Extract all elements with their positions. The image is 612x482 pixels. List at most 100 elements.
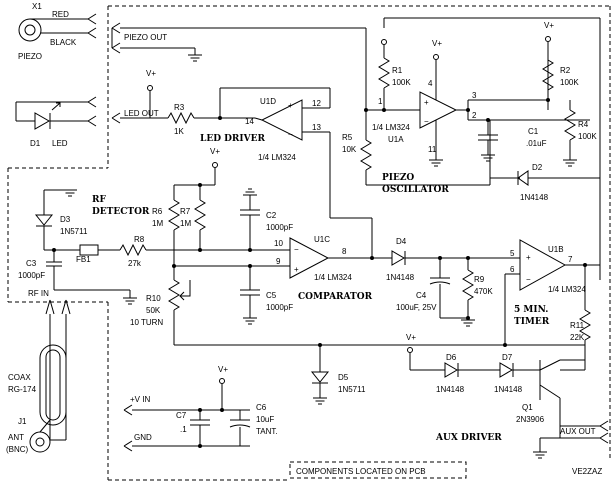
- u1c-plus: +: [294, 265, 299, 274]
- u1d-pin14: 14: [245, 117, 254, 126]
- five-min-title-1: 5 MIN.: [514, 305, 548, 315]
- vplus-u1a: V+: [432, 39, 442, 48]
- u1b-pin7: 7: [568, 255, 573, 264]
- u1b-minus: −: [526, 275, 531, 284]
- d4-value: 1N4148: [386, 273, 415, 282]
- fb1-label: FB1: [76, 255, 91, 264]
- u1b-plus: +: [526, 253, 531, 262]
- c7-label: C7: [176, 411, 187, 420]
- u1c-pin9: 9: [276, 257, 281, 266]
- c1-value: .01uF: [526, 139, 547, 148]
- u1d-label: U1D: [260, 97, 276, 106]
- vplus-r7: V+: [210, 147, 220, 156]
- led-d1: D1 LED: [15, 96, 97, 148]
- coax-input: COAX RG-174 J1 ANT (BNC): [6, 299, 71, 454]
- r10-turn: 10 TURN: [130, 318, 163, 327]
- c6-value: 10uF: [256, 415, 274, 424]
- ant-label: ANT: [8, 433, 24, 442]
- d3-label: D3: [60, 215, 71, 224]
- r5-value: 10K: [342, 145, 357, 154]
- aux-out-label: AUX OUT: [560, 427, 596, 436]
- c2-value: 1000pF: [266, 223, 293, 232]
- d6-value: 1N4148: [436, 385, 465, 394]
- r6-label: R6: [152, 207, 163, 216]
- five-min-title-2: TIMER: [514, 317, 550, 327]
- diode-d2: D2 1N4148: [490, 163, 600, 202]
- bnc-label: (BNC): [6, 445, 29, 454]
- u1a-label: U1A: [388, 135, 404, 144]
- gnd-label: GND: [134, 433, 152, 442]
- piezo-osc-title-2: OSCILLATOR: [382, 185, 449, 195]
- rf-in-label: RF IN: [28, 289, 49, 298]
- c4-value: 100uF, 25V: [396, 303, 437, 312]
- u1d-pin12: 12: [312, 99, 321, 108]
- u1d-plus: +: [288, 101, 293, 110]
- piezo-out-label: PIEZO OUT: [124, 33, 167, 42]
- r3-label: R3: [174, 103, 185, 112]
- d1-label: D1: [30, 139, 41, 148]
- d7-value: 1N4148: [494, 385, 523, 394]
- r10-label: R10: [146, 294, 161, 303]
- x1-label: X1: [32, 2, 42, 11]
- r3-value: 1K: [174, 127, 184, 136]
- r7-label: R7: [180, 207, 191, 216]
- r7-value: 1M: [180, 219, 191, 228]
- r2-value: 100K: [560, 78, 579, 87]
- u1b-part: 1/4 LM324: [548, 285, 586, 294]
- piezo-oscillator-u1a: + − V+ V+ R1 100K R2: [342, 17, 601, 280]
- pcb-boundary: [7, 5, 611, 481]
- c7-value: .1: [180, 425, 187, 434]
- pot-r10: R10 50K 10 TURN: [130, 270, 585, 346]
- r4-label: R4: [578, 120, 589, 129]
- q1-label: Q1: [522, 403, 533, 412]
- u1a-pin1: 1: [378, 97, 383, 106]
- u1a-pin11: 11: [428, 145, 437, 154]
- r1-label: R1: [392, 66, 403, 75]
- c3-label: C3: [26, 259, 37, 268]
- r8-label: R8: [134, 235, 145, 244]
- d2-label: D2: [532, 163, 543, 172]
- r4-value: 100K: [578, 132, 597, 141]
- red-label: RED: [52, 10, 69, 19]
- vplus-led: V+: [146, 69, 156, 78]
- q1-value: 2N3906: [516, 415, 545, 424]
- d3-value: 1N5711: [60, 227, 88, 236]
- rf-detector-title-1: RF: [92, 195, 106, 205]
- c5-value: 1000pF: [266, 303, 293, 312]
- pcb-note: COMPONENTS LOCATED ON PCB: [296, 467, 426, 476]
- u1b-pin6: 6: [510, 265, 515, 274]
- d4-label: D4: [396, 237, 407, 246]
- u1c-label: U1C: [314, 235, 330, 244]
- u1c-part: 1/4 LM324: [314, 273, 352, 282]
- vplus-aux: V+: [406, 333, 416, 342]
- vplus-power: V+: [218, 365, 228, 374]
- r6-value: 1M: [152, 219, 163, 228]
- d5-value: 1N5711: [338, 385, 366, 394]
- u1a-pin3: 3: [472, 91, 477, 100]
- u1a-pin2: 2: [472, 111, 477, 120]
- r10-value: 50K: [146, 306, 161, 315]
- r1-value: 100K: [392, 78, 411, 87]
- c5-label: C5: [266, 291, 277, 300]
- c1-label: C1: [528, 127, 539, 136]
- r5-label: R5: [342, 133, 353, 142]
- led-driver-u1d: V+ − + LED OUT R3 1K U1D 14 12 13 1/4 LM…: [111, 69, 372, 219]
- u1a-plus: +: [424, 98, 429, 107]
- led-out-label: LED OUT: [124, 109, 159, 118]
- led-label: LED: [52, 139, 68, 148]
- timer-u1b: + − D4 1N4148 C4 100uF, 25V R9 470K 5 6 …: [318, 237, 600, 371]
- u1a-minus: −: [424, 117, 429, 126]
- r2-label: R2: [560, 66, 571, 75]
- author-label: VE2ZAZ: [572, 467, 602, 476]
- piezo-osc-title-1: PIEZO: [382, 173, 414, 183]
- black-label: BLACK: [50, 38, 77, 47]
- vplus-r2: V+: [544, 21, 554, 30]
- r9-value: 470K: [474, 287, 493, 296]
- vin-label: +V IN: [130, 395, 150, 404]
- coax-type: RG-174: [8, 385, 37, 394]
- aux-driver: V+ D6 1N4148 D7 1N4148 Q1 2N3906 AUX DRI…: [406, 333, 609, 459]
- rf-detector: RF DETECTOR D3 1N5711 C3 1000pF FB1 R8 2…: [18, 189, 290, 305]
- c3-value: 1000pF: [18, 271, 45, 280]
- piezo-out-connector: PIEZO OUT: [111, 22, 366, 62]
